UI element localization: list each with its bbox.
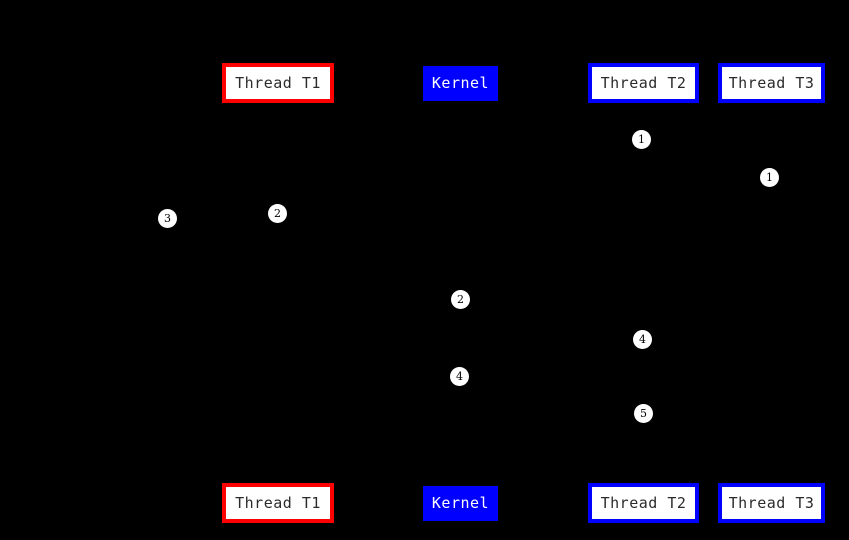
participant-box-thread-t1-top[interactable]: Thread T1 (222, 63, 334, 103)
participant-label-thread-t2-top: Thread T2 (600, 73, 687, 92)
step-marker: 2 (268, 204, 287, 223)
participant-box-thread-t2-bottom[interactable]: Thread T2 (588, 483, 699, 523)
participant-label-thread-t1-bottom: Thread T1 (235, 493, 321, 512)
message-arrow-2 (278, 213, 460, 214)
participant-box-thread-t3-top[interactable]: Thread T3 (718, 63, 825, 103)
message-arrow-1 (643, 139, 770, 140)
participant-box-kernel-bottom[interactable]: Kernel (423, 486, 498, 521)
participant-label-thread-t1-top: Thread T1 (235, 73, 321, 92)
lifeline-thread-t3 (770, 103, 771, 483)
lifeline-thread-t1 (278, 103, 279, 483)
participant-box-thread-t2-top[interactable]: Thread T2 (588, 63, 699, 103)
participant-label-thread-t3-bottom: Thread T3 (728, 493, 815, 512)
step-marker: 4 (633, 330, 652, 349)
step-marker: 4 (450, 367, 469, 386)
step-marker: 1 (632, 130, 651, 149)
step-marker: 5 (634, 404, 653, 423)
message-arrow-3 (167, 218, 278, 219)
message-arrow-4 (460, 339, 643, 340)
step-marker: 1 (760, 168, 779, 187)
participant-box-thread-t1-bottom[interactable]: Thread T1 (222, 483, 334, 523)
step-marker: 2 (451, 290, 470, 309)
participant-label-kernel-top: Kernel (431, 74, 490, 92)
participant-box-kernel-top[interactable]: Kernel (423, 66, 498, 101)
participant-label-thread-t2-bottom: Thread T2 (600, 493, 687, 512)
lifeline-thread-t2 (643, 103, 644, 483)
message-arrow-5 (460, 413, 643, 414)
participant-label-thread-t3-top: Thread T3 (728, 73, 815, 92)
participant-label-kernel-bottom: Kernel (431, 494, 490, 512)
step-marker: 3 (158, 209, 177, 228)
participant-box-thread-t3-bottom[interactable]: Thread T3 (718, 483, 825, 523)
